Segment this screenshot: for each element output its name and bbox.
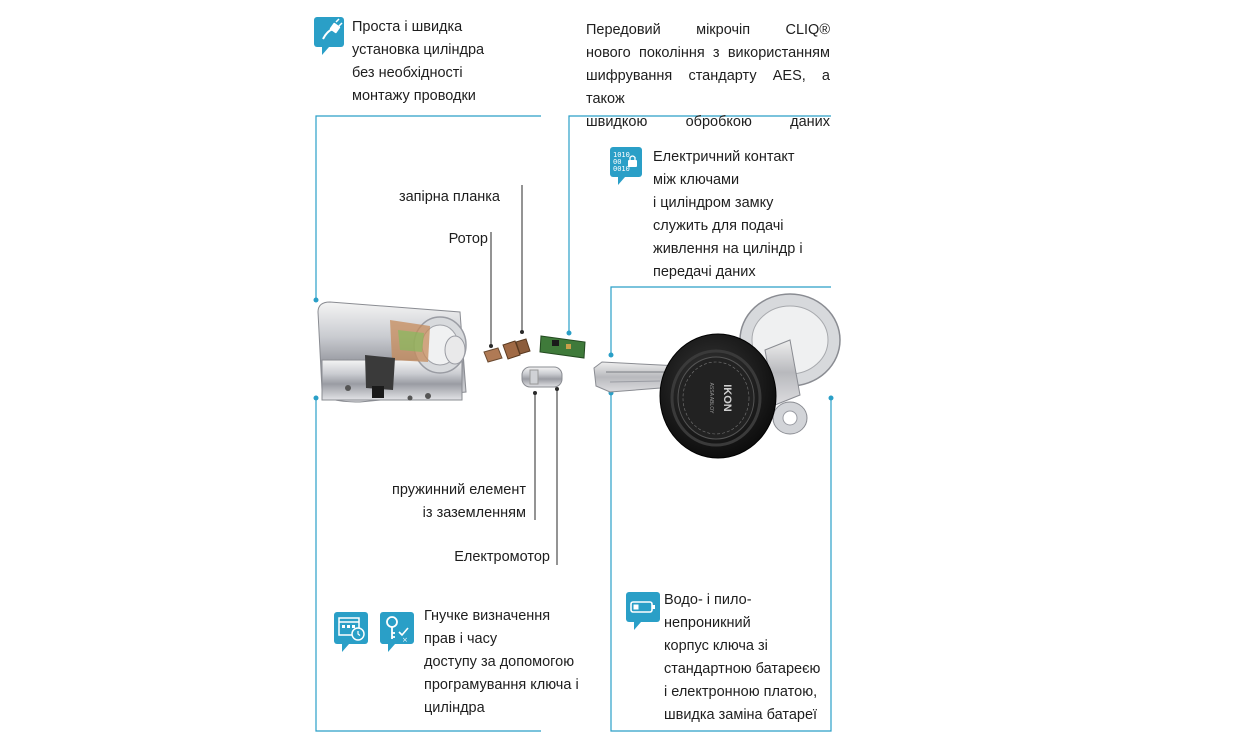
leader-line-chip bbox=[568, 115, 831, 333]
leader-dot-waterproof-fob bbox=[828, 395, 834, 401]
leader-dot-rights bbox=[313, 395, 319, 401]
leader-dot-contact bbox=[608, 352, 614, 358]
leader-dot-chip bbox=[566, 330, 572, 336]
callout-install: Проста і швидка установка циліндра без н… bbox=[352, 19, 485, 104]
label-rotor: Ротор bbox=[448, 231, 488, 247]
rotor-part bbox=[483, 338, 531, 363]
spring-element-part bbox=[521, 366, 563, 388]
svg-text:1010: 1010 bbox=[613, 151, 630, 159]
callout-chip: Передовий мікрочіп CLIQ® нового поколінн… bbox=[586, 22, 830, 130]
callout-contact: Електричний контакт між ключами і цилінд… bbox=[653, 149, 803, 280]
binary-lock-icon: 1010 00 0010 bbox=[610, 147, 642, 185]
callout-rights: Гнучке визначення прав і часу доступу за… bbox=[424, 608, 579, 716]
leader-line-waterproof bbox=[610, 393, 832, 732]
key-brand-name: IKON bbox=[721, 384, 733, 412]
calendar-clock-icon bbox=[334, 612, 368, 652]
label-strike-plate: запірна планка bbox=[398, 189, 500, 205]
leader-line-rights bbox=[315, 398, 541, 732]
key-fob: IKON ASSA ABLOY bbox=[659, 293, 841, 459]
svg-text:00: 00 bbox=[613, 158, 621, 166]
leader-line-contact bbox=[610, 286, 831, 355]
leader-dot-install bbox=[313, 297, 319, 303]
label-spring-element: пружинний елемент із заземленням bbox=[392, 482, 526, 521]
lock-cylinder bbox=[317, 301, 467, 403]
key-brand-sub: ASSA ABLOY bbox=[708, 383, 714, 415]
svg-text:0010: 0010 bbox=[613, 165, 630, 173]
plug-icon bbox=[314, 17, 344, 55]
battery-icon bbox=[626, 592, 660, 630]
label-electromotor: Електромотор bbox=[454, 549, 550, 565]
svg-text:×: × bbox=[402, 636, 408, 644]
leader-line-install bbox=[315, 115, 541, 300]
key-permission-icon: × bbox=[380, 612, 414, 652]
circuit-board-part bbox=[539, 335, 586, 359]
callout-waterproof: Водо- і пило- непроникний корпус ключа з… bbox=[664, 592, 821, 723]
